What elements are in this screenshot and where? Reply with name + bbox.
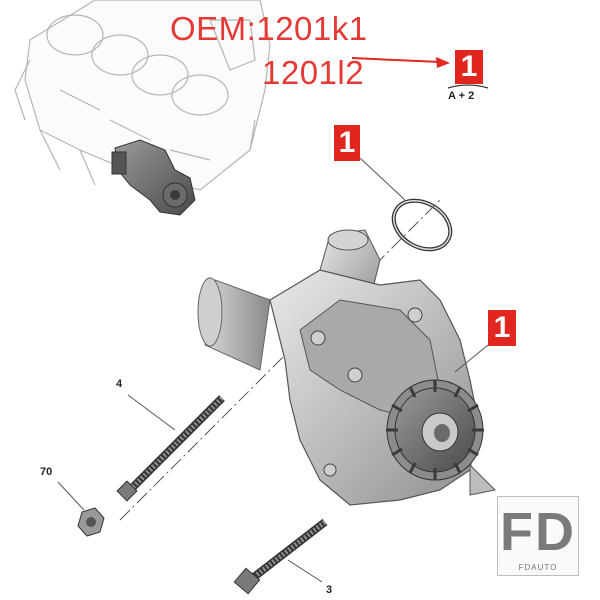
logo-mark: FD [500,502,576,562]
water-pump [197,229,497,506]
ref-badge-top: 1 [455,50,483,84]
engine-block [14,0,271,201]
oem-arrow [351,57,450,68]
pump-leader-line [454,344,489,373]
oem-label-line1: OEM:1201k1 [170,10,368,47]
ref-badge-pump: 1 [488,310,516,346]
callout-nut: 70 [40,466,53,478]
long-bolt [116,394,225,502]
engine-pump-location [111,139,196,216]
ref-badge-seal: 1 [334,125,360,161]
short-bolt [233,518,328,595]
ref-bracket [447,84,489,89]
callout-short-bolt: 3 [326,584,333,596]
nut [57,481,105,537]
logo-name: FDAUTO [518,563,558,572]
fdauto-logo: FD FDAUTO [497,496,579,576]
seal-leader-line [359,157,406,201]
ref-sub-label: A + 2 [448,90,475,102]
assembly-axis [119,199,441,521]
o-ring-seal [391,198,453,252]
oem-label-line2: 1201l2 [262,54,365,91]
callout-long-bolt: 4 [116,378,123,390]
